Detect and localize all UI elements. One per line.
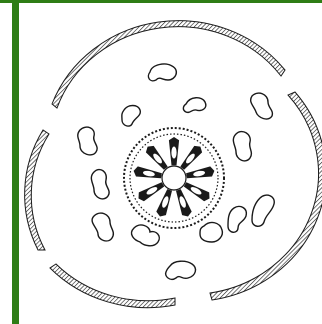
vascular-bundle xyxy=(91,170,109,199)
vascular-bundle xyxy=(166,261,196,279)
vascular-bundle xyxy=(78,127,97,155)
vascular-bundle xyxy=(132,225,160,246)
vascular-bundle xyxy=(200,223,222,242)
stele-pith xyxy=(162,166,186,190)
vascular-bundle xyxy=(228,206,246,232)
outer-ring-segment-left xyxy=(25,130,49,250)
vascular-bundle xyxy=(183,98,205,113)
vascular-bundle xyxy=(251,93,273,119)
central-stele xyxy=(124,128,224,228)
outer-ring-segment-bottom xyxy=(50,264,175,308)
stele-ray-pore xyxy=(171,147,176,159)
vascular-bundle xyxy=(122,106,140,127)
vascular-bundle xyxy=(148,64,176,81)
vascular-bundle xyxy=(233,132,251,161)
vascular-bundle xyxy=(252,195,274,226)
vascular-bundle xyxy=(92,213,113,241)
